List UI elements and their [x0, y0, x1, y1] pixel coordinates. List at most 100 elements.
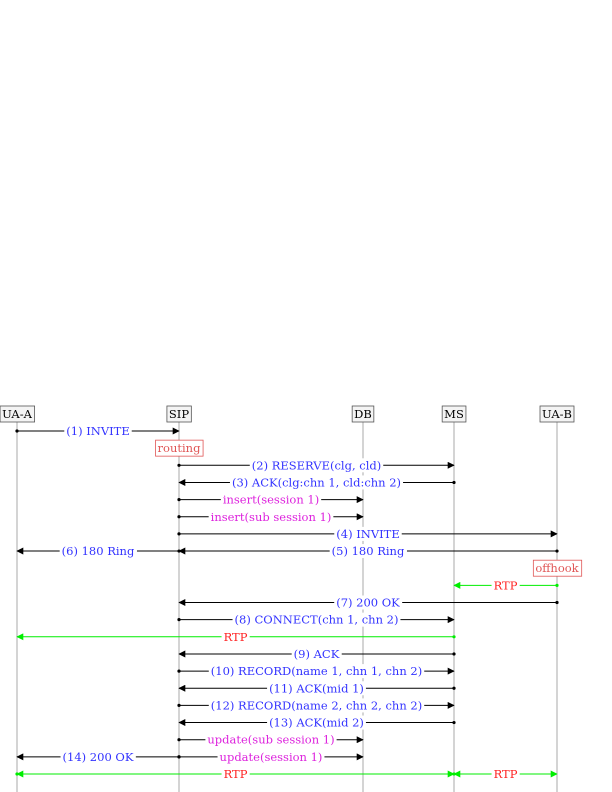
message-label: (9) ACK [294, 647, 340, 661]
participant-label: UA-A [2, 407, 33, 421]
messages: (1) INVITE (2) RESERVE(clg, cld) (3) ACK(c… [15, 424, 559, 781]
message-arrow: (5) 180 Ring [178, 544, 559, 559]
message-arrow: RTP [452, 767, 558, 781]
message-label: (8) CONNECT(chn 1, chn 2) [235, 613, 399, 627]
message-origin-dot [452, 720, 456, 725]
participant-label: MS [444, 407, 464, 421]
message-label: (14) 200 OK [63, 750, 134, 764]
participant-box [539, 405, 575, 423]
label-background [334, 526, 402, 541]
message-origin-dot [15, 772, 19, 776]
message-label: (13) ACK(mid 2) [269, 716, 364, 730]
label-background [334, 595, 403, 610]
message-label: RTP [224, 630, 248, 644]
message-arrow: (14) 200 OK [16, 749, 181, 764]
message-arrow: (9) ACK [178, 646, 456, 661]
label-background [60, 749, 136, 764]
participant-label: UA-B [542, 407, 572, 421]
label-background [205, 732, 337, 747]
message-arrow: insert(session 1) [177, 492, 364, 507]
message-origin-dot [555, 583, 559, 587]
message-origin-dot [177, 703, 181, 708]
participant-box [441, 405, 467, 423]
message-label: update(session 1) [220, 750, 323, 764]
message-origin-dot [15, 429, 19, 433]
message-origin-dot [177, 755, 181, 759]
label-background [491, 767, 520, 781]
message-origin-dot [177, 669, 181, 673]
message-arrow: RTP [16, 629, 456, 644]
note-label: offhook [535, 561, 579, 575]
message-arrow: (3) ACK(clg:chn 1, cld:chn 2) [178, 475, 456, 490]
label-background [221, 767, 250, 781]
message-origin-dot [555, 600, 559, 605]
label-background [491, 578, 520, 593]
participant-headers: UA-A SIP DB MS UA-B [0, 405, 575, 423]
participant-box [0, 405, 36, 423]
label-background [329, 544, 407, 559]
message-origin-dot [452, 686, 456, 690]
participant-box [351, 405, 375, 423]
participant-label: DB [354, 407, 372, 421]
message-label: (6) 180 Ring [62, 544, 135, 558]
message-origin-dot [452, 480, 456, 485]
note-ua-b: offhook [532, 559, 583, 577]
message-label: (7) 200 OK [336, 596, 400, 610]
label-background [208, 664, 425, 679]
message-origin-dot [177, 549, 181, 553]
message-label: (4) INVITE [336, 527, 399, 541]
message-arrow: (7) 200 OK [178, 595, 559, 610]
message-arrow: (4) INVITE [177, 526, 558, 541]
message-origin-dot [177, 463, 181, 467]
label-background [291, 646, 342, 661]
label-background [208, 698, 425, 713]
message-arrow: (8) CONNECT(chn 1, chn 2) [177, 612, 455, 627]
label-background [267, 681, 366, 696]
message-label: (5) 180 Ring [332, 544, 405, 558]
label-background [208, 509, 334, 524]
message-label: (12) RECORD(name 2, chn 2, chn 2) [211, 698, 422, 712]
message-origin-dot [177, 618, 181, 622]
message-origin-dot [177, 532, 181, 536]
message-label: update(sub session 1) [207, 733, 334, 747]
message-label: RTP [494, 578, 518, 592]
message-arrow: (2) RESERVE(clg, cld) [177, 458, 455, 473]
note-label: routing [158, 441, 202, 455]
message-arrow: RTP [453, 578, 559, 593]
message-origin-dot [452, 635, 456, 639]
label-background [267, 715, 366, 730]
message-label: (2) RESERVE(clg, cld) [252, 458, 381, 472]
message-origin-dot [177, 738, 181, 742]
message-label: insert(sub session 1) [211, 510, 332, 524]
message-origin-dot [452, 652, 456, 656]
label-background [229, 475, 404, 490]
message-arrow: insert(sub session 1) [177, 509, 364, 524]
message-arrow: (12) RECORD(name 2, chn 2, chn 2) [177, 698, 455, 713]
message-origin-dot [555, 549, 559, 553]
message-label: (10) RECORD(name 1, chn 1, chn 2) [211, 664, 422, 678]
message-label: (11) ACK(mid 1) [269, 681, 364, 695]
participant-ua-b: UA-B [539, 405, 575, 423]
message-label: RTP [494, 767, 518, 781]
message-arrow: RTP [15, 767, 455, 781]
message-label: (3) ACK(clg:chn 1, cld:chn 2) [232, 475, 401, 489]
label-background [59, 544, 137, 559]
message-arrow: (6) 180 Ring [16, 544, 181, 559]
label-background [220, 492, 322, 507]
note-sip: routing [155, 439, 204, 457]
message-arrow: update(sub session 1) [177, 732, 364, 747]
message-arrow: (10) RECORD(name 1, chn 1, chn 2) [177, 664, 455, 679]
notes: routing offhook [155, 439, 583, 577]
label-background [232, 612, 401, 627]
message-origin-dot [177, 498, 181, 502]
label-background [221, 629, 250, 644]
participant-db: DB [351, 405, 375, 423]
message-origin-dot [177, 515, 181, 519]
participant-sip: SIP [166, 405, 192, 423]
label-background [217, 749, 325, 764]
participant-box [166, 405, 192, 423]
message-label: insert(session 1) [223, 493, 319, 507]
participant-ms: MS [441, 405, 467, 423]
message-label: (1) INVITE [66, 424, 129, 438]
